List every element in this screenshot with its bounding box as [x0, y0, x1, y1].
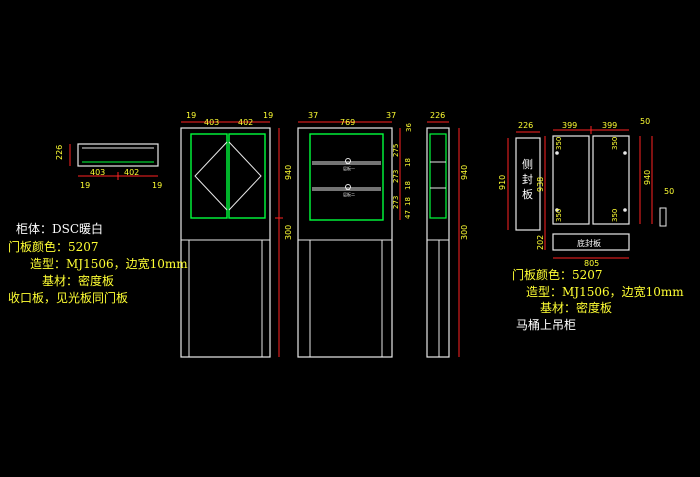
panel-w4: 50: [640, 117, 650, 126]
front-height: 940: [284, 165, 293, 180]
panel-w1: 226: [518, 121, 533, 130]
note-r-cabinet-name: 马桶上吊柜: [516, 318, 577, 332]
note-r-door-color: 门板颜色：5207: [512, 268, 603, 282]
int-side-r: 37: [386, 111, 396, 120]
note-cabinet-body: 柜体：DSC暖白: [16, 222, 104, 236]
int-d3: 18: [404, 158, 412, 167]
front-lower: 300: [284, 225, 293, 240]
note-door-color: 门板颜色：5207: [8, 240, 99, 254]
panel-w2: 399: [562, 121, 577, 130]
side-panel-char-1: 侧: [522, 158, 533, 171]
int-d8: 47: [404, 210, 412, 219]
note-r-door-base: 基材：密度板: [540, 301, 613, 315]
panel-h2: 938: [536, 177, 545, 192]
front-side-l: 19: [186, 111, 196, 120]
panel-h1: 910: [498, 175, 507, 190]
note-r-door-style: 造型：MJ1506，边宽10mm: [526, 285, 684, 299]
interior-view: 层板一 层板二 37 769 37 36 275 18 273 18 273 1…: [297, 111, 413, 358]
shelf-label-2: 层板二: [343, 191, 355, 197]
note-door-style: 造型：MJ1506，边宽10mm: [30, 257, 188, 271]
note-trim: 收口板，见光板同门板: [8, 291, 129, 305]
side-panel-char-3: 板: [522, 187, 533, 201]
shelf-label-1: 层板一: [343, 165, 355, 171]
panel-p1: 350: [555, 137, 563, 150]
side-depth: 226: [430, 111, 445, 120]
panel-base: 202: [536, 235, 545, 250]
note-door-base: 基材：密度板: [42, 274, 115, 288]
top-left: 403: [90, 168, 105, 177]
int-d6: 273: [392, 196, 400, 209]
side-height: 940: [460, 165, 469, 180]
top-right: 402: [124, 168, 139, 177]
panel-h3: 940: [643, 170, 652, 185]
int-d5: 18: [404, 181, 412, 190]
panel-p3: 350: [611, 137, 619, 150]
top-side-r: 19: [152, 181, 162, 190]
top-view: 226 403 402 19 19: [55, 143, 162, 190]
top-side-l: 19: [80, 181, 90, 190]
panel-side: 50: [664, 187, 674, 196]
panel-p2: 350: [555, 209, 563, 222]
panel-view: 侧 封 板 底封板 226 399 399 50 910 938 940 350…: [498, 117, 674, 268]
front-view: 19 403 402 19 940 300: [180, 111, 293, 358]
int-d1: 36: [405, 123, 413, 132]
panel-w3: 399: [602, 121, 617, 130]
top-depth: 226: [55, 145, 64, 160]
side-view: 226 940 300: [426, 111, 469, 358]
side-lower: 300: [460, 225, 469, 240]
int-side-l: 37: [308, 111, 318, 120]
panel-total: 805: [584, 259, 599, 268]
int-width: 769: [340, 118, 355, 127]
front-door-r: 402: [238, 118, 253, 127]
panel-p4: 350: [611, 209, 619, 222]
bottom-panel-label: 底封板: [577, 238, 601, 248]
front-door-l: 403: [204, 118, 219, 127]
side-panel-char-2: 封: [522, 172, 533, 186]
int-d4: 273: [392, 170, 400, 183]
int-d2: 275: [392, 144, 400, 157]
front-side-r: 19: [263, 111, 273, 120]
int-d7: 18: [404, 197, 412, 206]
